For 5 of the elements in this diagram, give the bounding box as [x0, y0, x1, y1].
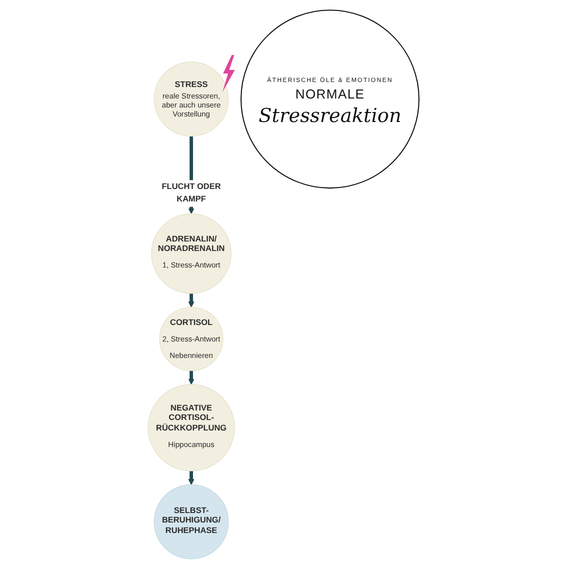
arrow — [188, 292, 194, 308]
arrow — [188, 370, 194, 385]
edge-label: FLUCHT ODER KAMPF — [162, 181, 221, 204]
node-circle: SELBST-BERUHIGUNG/ RUHEPHASE — [154, 484, 229, 560]
arrow — [188, 470, 194, 485]
